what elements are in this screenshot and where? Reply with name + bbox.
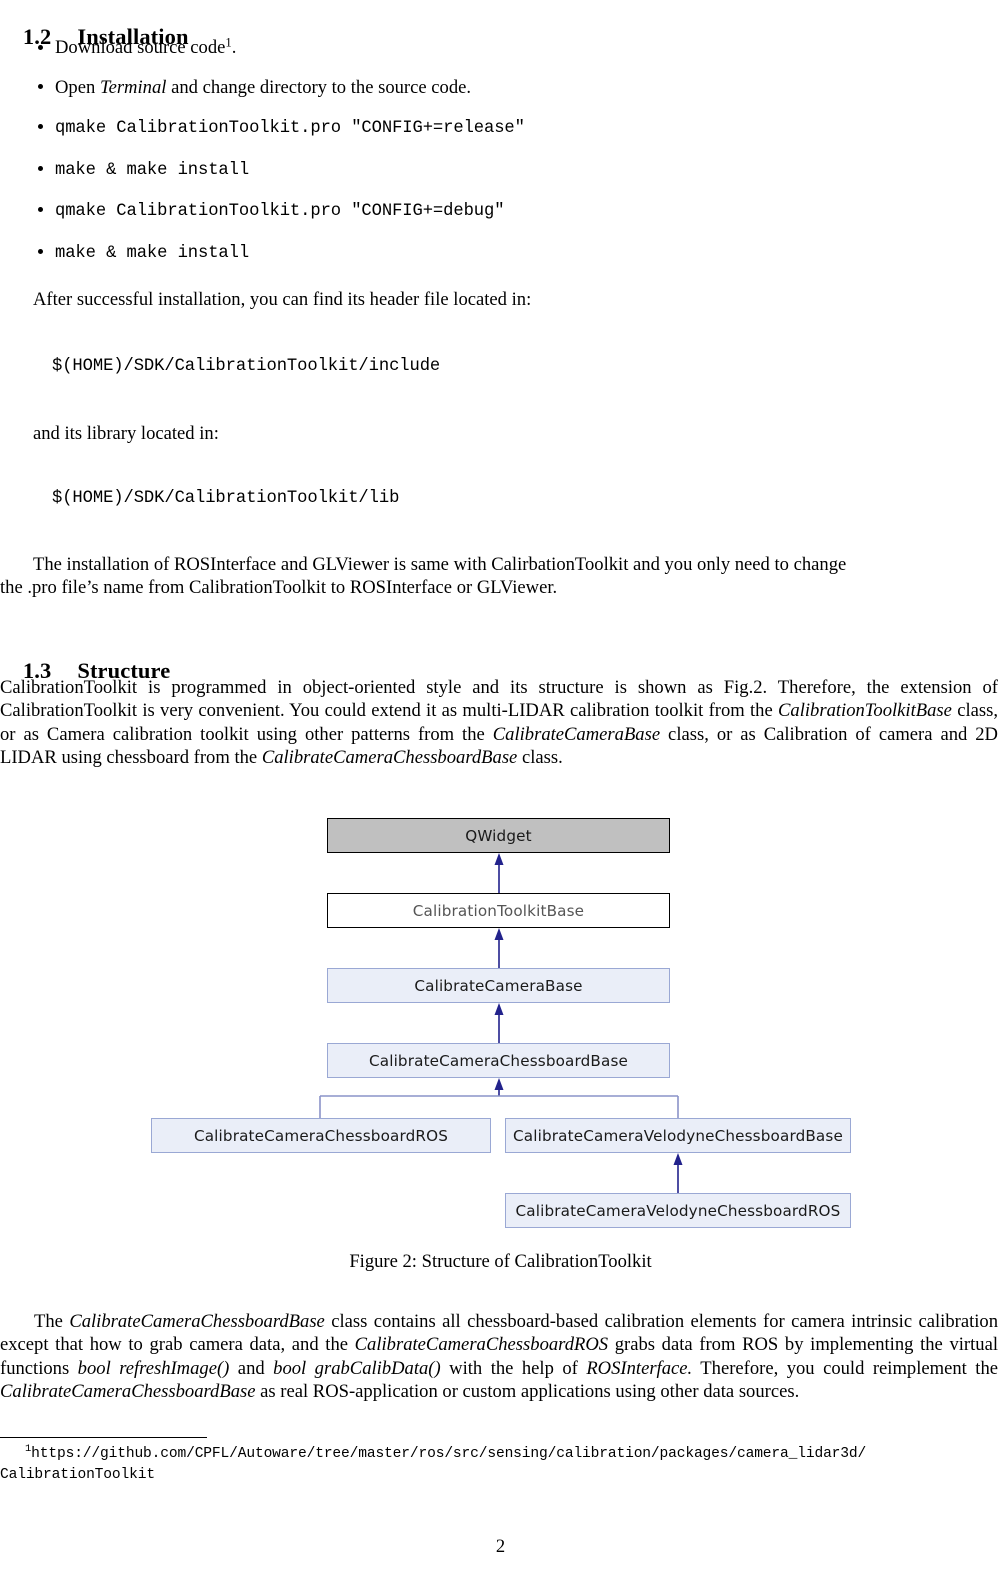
ros-note-line-1: The installation of ROSInterface and GLV…	[33, 554, 847, 575]
footnote-line-2[interactable]: CalibrationToolkit	[0, 1467, 155, 1483]
fn-grabCalibData: bool grabCalibData()	[273, 1357, 441, 1379]
node-calibration-toolkit-base[interactable]: CalibrationToolkitBase	[327, 893, 670, 928]
node-calibrate-camera-base[interactable]: CalibrateCameraBase	[327, 968, 670, 1003]
heading-installation-title: Installation	[77, 24, 189, 49]
para-part: Therefore, you could reimplement the	[692, 1357, 998, 1379]
command-make-install-2: make & make install	[55, 243, 250, 263]
figure-caption: Figure 2: Structure of CalibrationToolki…	[349, 1251, 652, 1272]
class-CalibrateCameraChessboardBase-2: CalibrateCameraChessboardBase	[0, 1380, 256, 1402]
node-qwidget[interactable]: QWidget	[327, 818, 670, 853]
terminal-emphasis: Terminal	[99, 76, 167, 98]
after-install-paragraph: After successful installation, you can f…	[33, 289, 532, 310]
class-ROSInterface: ROSInterface.	[586, 1357, 693, 1379]
lib-path-code: $(HOME)/SDK/CalibrationToolkit/lib	[52, 489, 400, 508]
para-part: and	[229, 1357, 274, 1379]
node-calibrate-camera-chessboard-ros[interactable]: CalibrateCameraChessboardROS	[151, 1118, 491, 1153]
node-calibrate-camera-chessboard-base[interactable]: CalibrateCameraChessboardBase	[327, 1043, 670, 1078]
heading-installation-number: 1.2	[22, 24, 52, 49]
para-part: grabs data from ROS by implementing the …	[0, 1334, 999, 1379]
step-text-tail: .	[231, 37, 237, 58]
heading-installation: 1.2 Installation	[0, 0, 189, 76]
class-CalibrateCameraChessboardBase: CalibrateCameraChessboardBase	[69, 1311, 325, 1332]
class-CalibrateCameraChessboardROS: CalibrateCameraChessboardROS	[354, 1334, 609, 1356]
heading-structure-number: 1.3	[22, 658, 52, 683]
command-qmake-debug: qmake CalibrationToolkit.pro "CONFIG+=de…	[55, 202, 505, 222]
bullet-dot-icon	[38, 124, 43, 130]
node-label: CalibrationToolkitBase	[412, 901, 585, 920]
heading-structure: 1.3 Structure	[0, 632, 170, 710]
command-qmake-release: qmake CalibrationToolkit.pro "CONFIG+=re…	[55, 119, 525, 139]
para-part: The	[34, 1311, 70, 1332]
para-part: class.	[517, 746, 563, 768]
list-item: Download source code1.	[0, 36, 960, 59]
step-text: Open	[55, 76, 100, 98]
bullet-dot-icon	[38, 84, 43, 90]
node-label: QWidget	[465, 826, 532, 845]
installation-steps-list: Download source code1. Open Terminal and…	[0, 36, 960, 264]
footnote-line-1: 1https://github.com/CPFL/Autoware/tree/m…	[0, 1444, 866, 1465]
node-label: CalibrateCameraVelodyneChessboardBase	[513, 1126, 843, 1145]
include-path-code: $(HOME)/SDK/CalibrationToolkit/include	[52, 357, 441, 376]
list-item: Open Terminal and change directory to th…	[0, 76, 960, 99]
chessboard-base-paragraph: The CalibrateCameraChessboardBase class …	[0, 1310, 998, 1403]
bullet-dot-icon	[38, 248, 43, 254]
node-label: CalibrateCameraChessboardBase	[368, 1051, 629, 1070]
fn-refreshImage: bool refreshImage()	[77, 1357, 230, 1379]
bullet-dot-icon	[38, 207, 43, 213]
figure-structure-diagram: QWidget CalibrationToolkitBase Calibrate…	[0, 805, 1001, 1272]
footnote-marker[interactable]: 1	[225, 35, 232, 50]
step-text-tail: and change directory to the source code.	[166, 76, 472, 98]
footnote-url[interactable]: https://github.com/CPFL/Autoware/tree/ma…	[31, 1446, 867, 1462]
list-item: qmake CalibrationToolkit.pro "CONFIG+=re…	[0, 115, 960, 140]
command-make-install-1: make & make install	[55, 160, 250, 180]
node-label: CalibrateCameraChessboardROS	[193, 1126, 449, 1145]
class-CalibrationToolkitBase: CalibrationToolkitBase	[778, 700, 952, 722]
node-calibrate-camera-velodyne-chessboard-base[interactable]: CalibrateCameraVelodyneChessboardBase	[505, 1118, 851, 1153]
library-paragraph: and its library located in:	[33, 423, 219, 444]
step-text: Download source code	[55, 37, 226, 58]
class-CalibrateCameraChessboardBase: CalibrateCameraChessboardBase	[261, 746, 518, 768]
footnote-number: 1	[25, 1443, 32, 1456]
list-item: make & make install	[0, 240, 960, 265]
para-part: class, or as Camera calibration toolkit …	[0, 700, 998, 745]
para-part: class, or as Calibration of camera and 2…	[0, 723, 998, 768]
list-item: qmake CalibrationToolkit.pro "CONFIG+=de…	[0, 198, 960, 223]
node-calibrate-camera-velodyne-chessboard-ros[interactable]: CalibrateCameraVelodyneChessboardROS	[505, 1193, 851, 1228]
footnote-rule	[0, 1437, 207, 1438]
inheritance-connectors	[319, 853, 683, 1194]
node-label: CalibrateCameraBase	[414, 976, 583, 995]
list-item: make & make install	[0, 157, 960, 182]
node-label: CalibrateCameraVelodyneChessboardROS	[515, 1201, 841, 1220]
para-part: class contains all chessboard-based cali…	[0, 1311, 998, 1356]
structure-paragraph: CalibrationToolkit is programmed in obje…	[0, 676, 998, 769]
page-number: 2	[495, 1536, 506, 1557]
bullet-dot-icon	[38, 165, 43, 171]
ros-note-line-2: the .pro file’s name from CalibrationToo…	[0, 577, 558, 598]
para-part: CalibrationToolkit is programmed in obje…	[0, 677, 998, 722]
heading-structure-title: Structure	[77, 658, 171, 683]
para-part: as real ROS-application or custom applic…	[255, 1380, 800, 1402]
para-part: with the help of	[440, 1357, 587, 1379]
bullet-dot-icon	[38, 44, 43, 50]
class-CalibrateCameraBase: CalibrateCameraBase	[492, 723, 661, 745]
